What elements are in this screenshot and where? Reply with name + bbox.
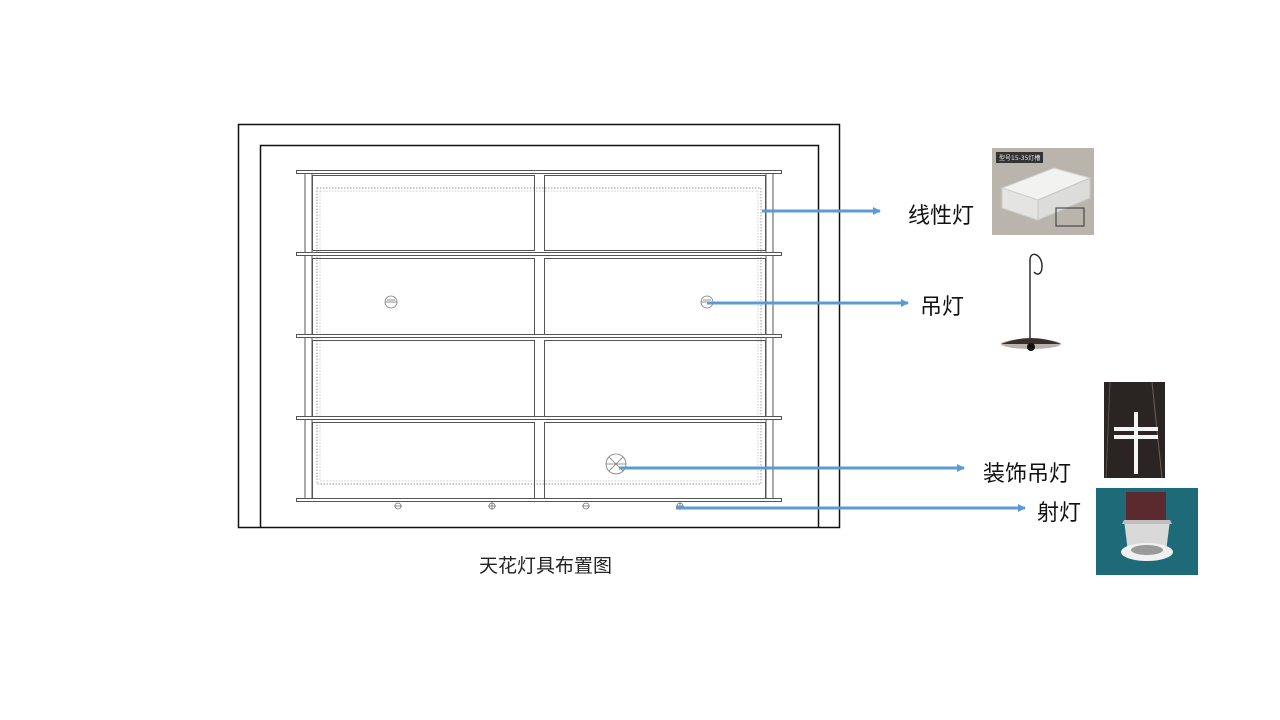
label-decorative-pendant: 装饰吊灯	[983, 462, 1072, 487]
product-tag: 型号15-35灯槽	[996, 152, 1044, 163]
diagram-caption: 天花灯具布置图	[479, 555, 613, 577]
spotlight-symbol	[488, 502, 496, 510]
decorative-pendant-photo	[1104, 382, 1165, 478]
horizontal-beams	[296, 170, 782, 502]
label-pendant-light: 吊灯	[920, 295, 965, 320]
ceiling-panels	[312, 175, 766, 499]
outer-frame	[237, 123, 841, 529]
decorative-pendant-symbol	[605, 453, 627, 475]
spotlight-symbol	[582, 502, 590, 510]
spotlight-photo	[1096, 488, 1198, 575]
spotlight-downlight-icon	[1096, 488, 1198, 575]
inner-frame	[259, 144, 820, 528]
pendant-lamp-icon	[1001, 253, 1061, 351]
decorative-cross-light-icon	[1104, 382, 1165, 478]
linear-light-photo: 型号15-35灯槽	[992, 148, 1094, 235]
pendant-light-photo	[998, 250, 1064, 360]
label-spotlight: 射灯	[1037, 501, 1082, 526]
pendant-light-symbol	[384, 295, 398, 309]
label-linear-light: 线性灯	[908, 204, 975, 229]
linear-light-profile-icon	[1000, 167, 1092, 227]
spotlight-symbol	[394, 502, 402, 510]
